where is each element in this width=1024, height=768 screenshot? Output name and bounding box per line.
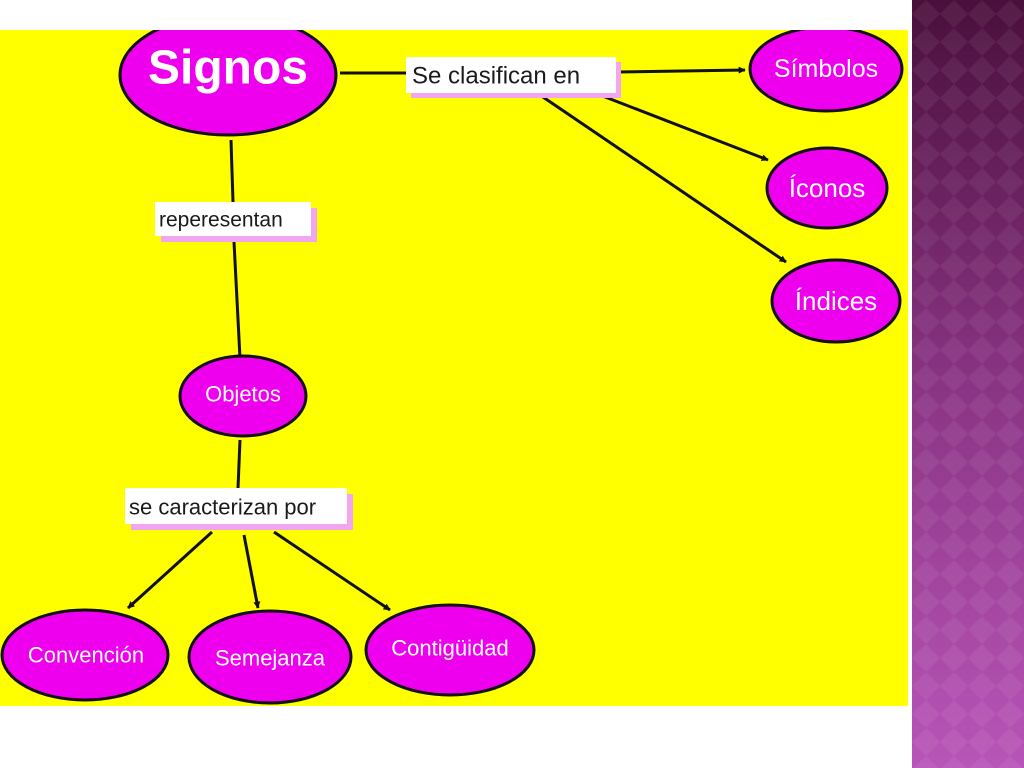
connector-to-convencion: [126, 530, 214, 610]
link-label-clasifican: Se clasifican en: [406, 57, 621, 98]
node-objetos-label: Objetos: [205, 382, 281, 407]
decorative-side-band: [912, 0, 1024, 768]
connector-to-simbolos: [615, 66, 746, 74]
link-label-caracterizan: se caracterizan por: [125, 488, 353, 530]
connector-to-iconos: [599, 93, 769, 162]
node-convencion-label: Convención: [28, 643, 144, 668]
node-iconos: Íconos: [765, 146, 889, 230]
connectors: [126, 66, 787, 612]
link-label-caracterizan-text: se caracterizan por: [129, 495, 316, 520]
concept-map: Se clasifican en reperesentan se caracte…: [0, 30, 908, 706]
node-contiguidad: Contigüidad: [364, 603, 536, 697]
node-simbolos-label: Símbolos: [774, 55, 878, 83]
connector-signos-representan: [229, 139, 235, 203]
node-indices-label: Índices: [795, 286, 877, 316]
connector-to-indices: [539, 93, 787, 264]
node-semejanza: Semejanza: [187, 609, 353, 705]
map-background: [0, 30, 908, 706]
node-objetos: Objetos: [178, 354, 308, 438]
node-iconos-label: Íconos: [789, 173, 866, 203]
node-contiguidad-label: Contigüidad: [391, 636, 508, 661]
connector-objetos-caracterizan: [236, 439, 242, 489]
link-label-representan-text: reperesentan: [159, 209, 283, 232]
connector-to-semejanza: [242, 534, 261, 609]
node-semejanza-label: Semejanza: [215, 646, 326, 671]
node-indices: Índices: [770, 258, 902, 344]
node-signos: Signos: [118, 30, 338, 137]
link-label-representan: reperesentan: [155, 202, 317, 242]
link-label-clasifican-text: Se clasifican en: [412, 63, 580, 90]
node-signos-label: Signos: [148, 42, 308, 95]
node-simbolos: Símbolos: [748, 30, 904, 113]
connector-to-contiguidad: [273, 530, 391, 612]
node-convencion: Convención: [0, 608, 170, 702]
connector-representan-objetos: [232, 241, 242, 359]
